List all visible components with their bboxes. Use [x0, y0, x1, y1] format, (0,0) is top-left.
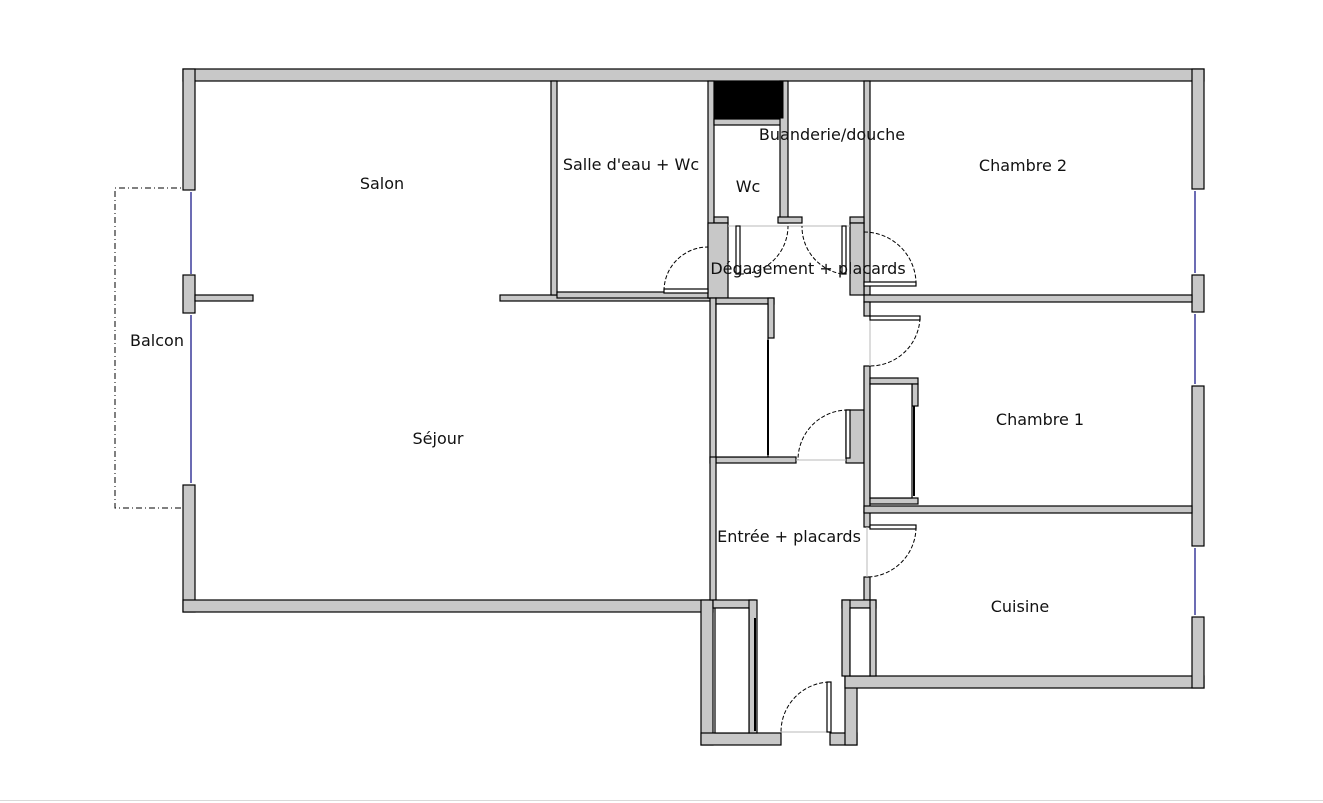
wall-left-lower [182, 484, 196, 613]
balcony-outline [114, 187, 190, 509]
label-cuisine: Cuisine [991, 597, 1050, 616]
door-entry-arc [780, 681, 830, 733]
label-entree: Entrée + placards [717, 527, 861, 546]
label-wc: Wc [736, 177, 761, 196]
closets [714, 303, 915, 734]
closet-entree [714, 607, 750, 734]
wall-ch1-closet-top [869, 377, 919, 385]
wall-right-pier-2 [1191, 385, 1205, 547]
door-entree-deg-arc [797, 409, 849, 461]
door-salle-eau-arc [663, 246, 709, 292]
wall-corridor-right-2 [863, 365, 871, 513]
technical-shaft [714, 81, 784, 119]
wall-chambre2-bottom [863, 294, 1193, 303]
door-chambre2-leaf[interactable] [863, 281, 917, 287]
wall-corridor-right-4 [863, 576, 871, 601]
door-buanderie-leaf[interactable] [841, 225, 847, 275]
wall-salon-stub-left [194, 294, 254, 302]
closet-entree-right [849, 607, 871, 677]
doors [663, 225, 921, 733]
wall-bottom-sejour [182, 599, 714, 613]
label-chambre1: Chambre 1 [996, 410, 1084, 429]
label-chambre2: Chambre 2 [979, 156, 1067, 175]
door-entree-deg-leaf[interactable] [845, 409, 851, 459]
wall-ch1-closet-bottom [869, 497, 919, 505]
door-chambre1-arc [869, 317, 921, 367]
wall-wc-bottom-left [713, 216, 729, 224]
door-chambre2-arc [863, 231, 917, 283]
label-balcon: Balcon [130, 331, 184, 350]
wall-entry-left [700, 599, 714, 746]
wall-cuisine-left [869, 599, 877, 677]
room-labels: Salon Salle d'eau + Wc Buanderie/douche … [130, 125, 1084, 616]
wall-salon-salle-eau [550, 80, 558, 296]
closet-degagement [715, 303, 769, 458]
label-buanderie: Buanderie/douche [759, 125, 905, 144]
door-salle-eau-leaf[interactable] [663, 288, 709, 294]
label-degagement: Dégagement + placards [710, 259, 905, 278]
interior-walls [194, 80, 1193, 734]
wall-ch1-closet-right [911, 383, 919, 407]
wall-entree-right-col [841, 599, 851, 677]
wall-corridor-right-3 [863, 511, 871, 528]
wall-closet-bottom [715, 456, 797, 464]
door-cuisine-leaf[interactable] [869, 524, 917, 530]
door-cuisine-arc [867, 526, 917, 578]
wall-chambre1-cuisine [863, 505, 1193, 514]
wall-right-top [1191, 68, 1205, 190]
door-wc-leaf[interactable] [735, 225, 741, 275]
wall-corridor-right-1 [863, 301, 871, 317]
wall-closet-left [709, 297, 717, 464]
wall-bottom-cuisine [844, 675, 1205, 689]
wall-top [182, 68, 1205, 82]
label-salle-eau: Salle d'eau + Wc [563, 155, 699, 174]
wall-closet-top [715, 297, 775, 305]
wall-buanderie-bottom-right [849, 216, 865, 224]
wall-wc-bottom-right [777, 216, 803, 224]
wall-closet-jamb [767, 297, 775, 339]
windows [190, 191, 1196, 615]
wall-entry-bottom-left [700, 732, 782, 746]
wall-left-pier [182, 274, 196, 314]
wall-left-upper [182, 68, 196, 191]
closet-chambre1 [869, 383, 913, 499]
wall-entree-top [709, 456, 717, 601]
outer-walls [182, 68, 1205, 746]
wall-right-pier-1 [1191, 274, 1205, 313]
thresholds [728, 225, 871, 733]
wall-right-bottom [1191, 616, 1205, 689]
wall-deg-jamb-right [849, 222, 865, 296]
door-entry-leaf[interactable] [826, 681, 832, 733]
door-buanderie-arc [801, 225, 843, 275]
door-chambre1-leaf[interactable] [869, 315, 921, 321]
page-bottom-rule [0, 800, 1323, 801]
door-wc-arc [739, 225, 789, 275]
label-salon: Salon [360, 174, 404, 193]
label-sejour: Séjour [413, 429, 464, 448]
